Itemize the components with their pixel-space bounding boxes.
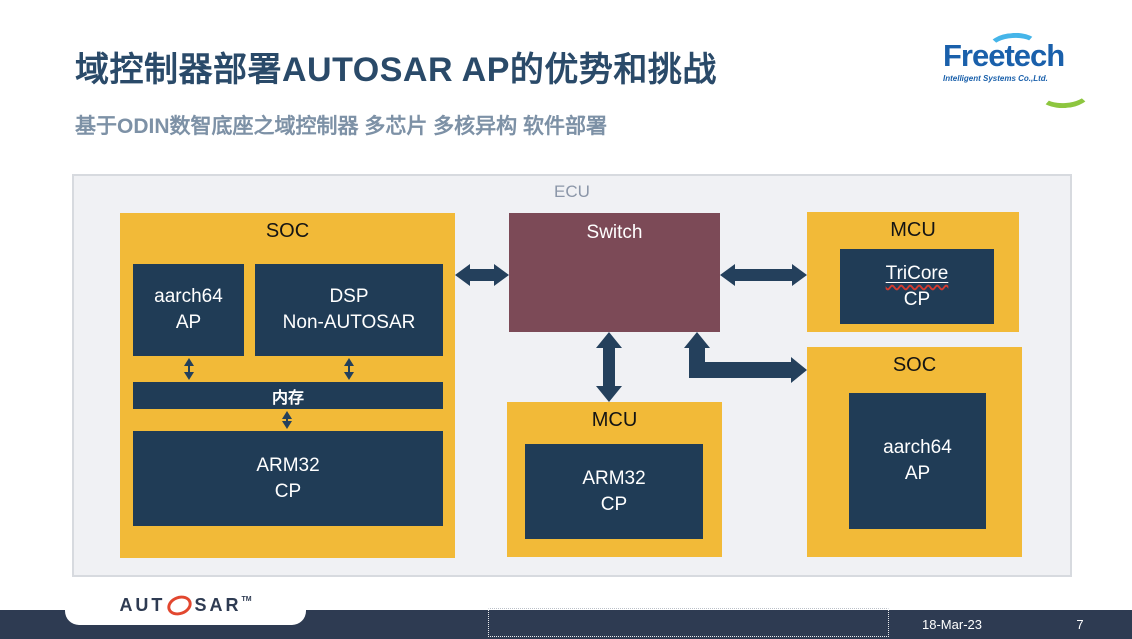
- chip-tricore-cp: TriCore CP: [840, 249, 994, 324]
- soc-right-title: SOC: [892, 354, 937, 376]
- autosar-logo-part2: SAR: [194, 595, 242, 615]
- chip-label-line: aarch64: [883, 437, 952, 459]
- autosar-tm-mark: TM: [241, 596, 252, 603]
- memory-label: 内存: [271, 389, 304, 407]
- page-subtitle: 基于ODIN数智底座之域控制器 多芯片 多核异构 软件部署: [75, 115, 608, 138]
- chip-dsp-non-autosar: DSP Non-AUTOSAR: [255, 264, 443, 356]
- page-title: 域控制器部署AUTOSAR AP的优势和挑战: [75, 51, 717, 89]
- chip-aarch64-ap-right: aarch64 AP: [849, 393, 986, 529]
- mcu-right-title: MCU: [890, 219, 936, 241]
- chip-label-line: CP: [274, 480, 302, 502]
- chip-label-line: CP: [600, 493, 628, 515]
- autosar-o-icon: [164, 592, 195, 619]
- chip-label-line: TriCore: [886, 261, 949, 287]
- arrow-soc-switch: [455, 264, 509, 286]
- switch-title: Switch: [586, 222, 643, 243]
- autosar-logo-tab: AUT SAR TM: [65, 586, 306, 625]
- autosar-logo: AUT SAR TM: [119, 592, 252, 619]
- chip-aarch64-ap-left: aarch64 AP: [133, 264, 244, 356]
- footer-date: 18-Mar-23: [922, 617, 982, 632]
- arrow-switch-soc-right: [684, 332, 807, 383]
- chip-label-line: ARM32: [256, 454, 320, 476]
- chip-label-line: CP: [903, 288, 931, 310]
- tricore-label: TriCore: [885, 262, 949, 284]
- chip-arm32-cp-center: ARM32 CP: [525, 444, 703, 539]
- chip-label-line: AP: [904, 463, 931, 484]
- chip-label-line: aarch64: [154, 286, 223, 308]
- chip-label-line: ARM32: [582, 467, 646, 489]
- switch-block: Switch: [509, 213, 720, 332]
- autosar-logo-part1: AUT: [119, 595, 166, 615]
- freetech-logo-text: Freetech: [943, 38, 1065, 73]
- footer-text-placeholder: [488, 608, 889, 637]
- ecu-label: ECU: [554, 182, 590, 201]
- chip-label-line: AP: [175, 312, 202, 333]
- arrow-switch-mcu-center: [596, 332, 622, 402]
- chip-label-line: DSP: [329, 286, 369, 308]
- ecu-diagram-panel: ECU SOC aarch64 AP DSP Non-AUTOSAR 内存 AR…: [72, 174, 1072, 577]
- freetech-logo: Freetech Intelligent Systems Co.,Ltd.: [943, 40, 1113, 100]
- chip-arm32-cp-left: ARM32 CP: [133, 431, 443, 526]
- memory-bar: 内存: [133, 382, 443, 409]
- chip-label-line: Non-AUTOSAR: [282, 312, 416, 333]
- footer-page-number: 7: [1076, 617, 1084, 632]
- freetech-tagline: Intelligent Systems Co.,Ltd.: [943, 74, 1048, 83]
- soc-left-title: SOC: [265, 220, 310, 242]
- arrow-switch-mcu-right: [720, 264, 807, 286]
- mcu-center-title: MCU: [591, 409, 638, 431]
